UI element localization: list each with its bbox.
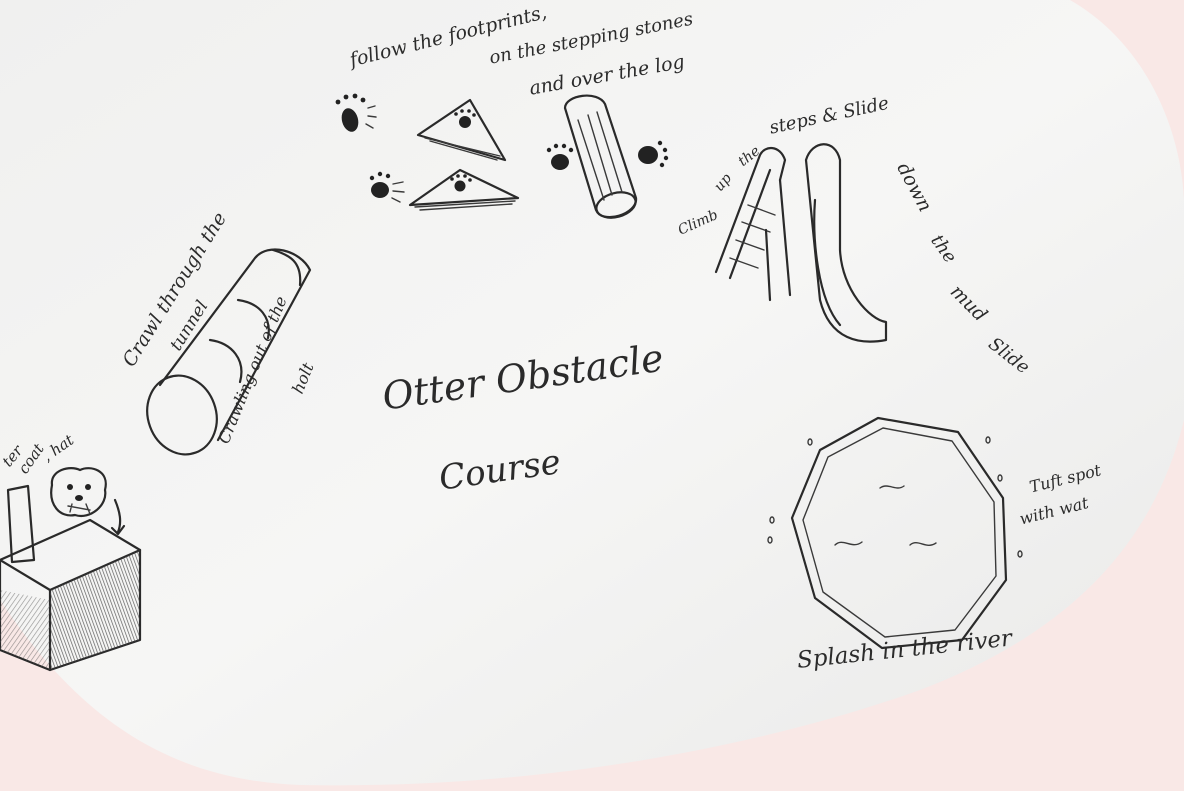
sketch-drawing	[0, 0, 1184, 791]
sketch-stage: Otter Obstacle Course follow the footpri…	[0, 0, 1184, 791]
paper-sheet	[0, 0, 1184, 785]
